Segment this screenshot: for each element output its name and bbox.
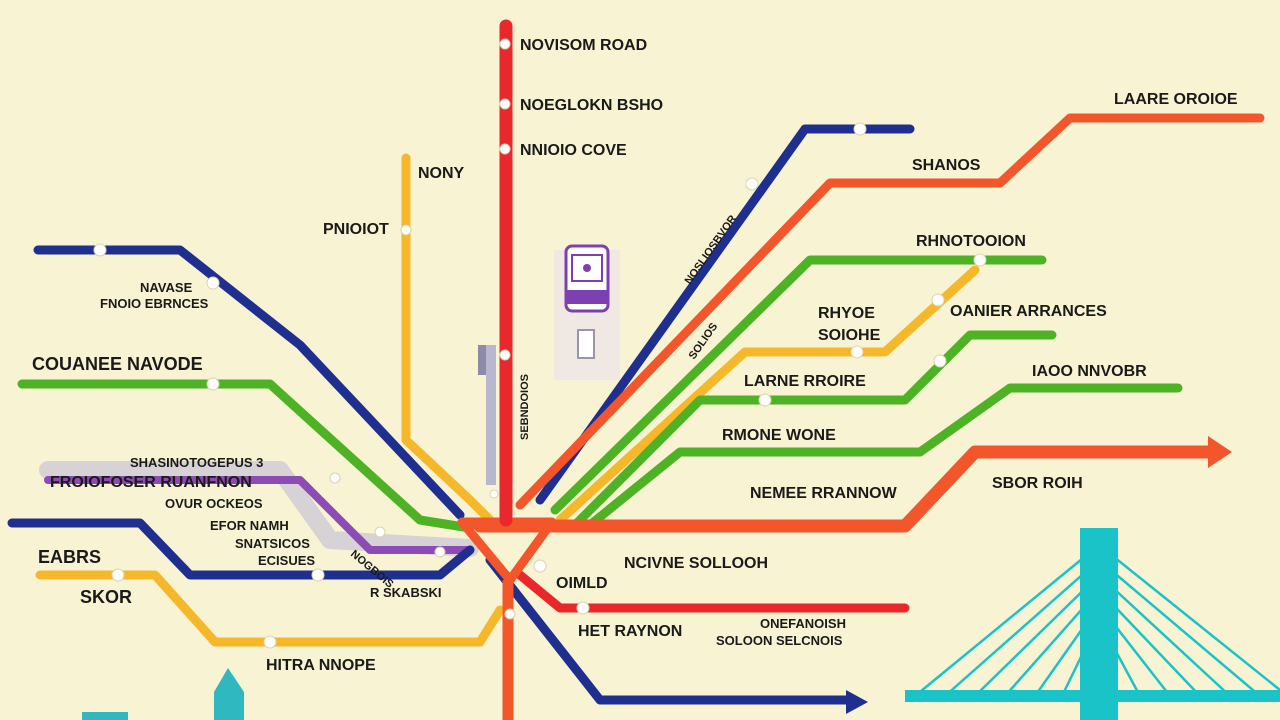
- station-label-rotated: SEBNDOIOS: [519, 374, 531, 440]
- station-dot: [533, 559, 547, 573]
- line-blue-upper-left: [33, 245, 465, 520]
- station-label: RHYOE: [818, 305, 875, 322]
- line-red-lower-right: [515, 570, 910, 613]
- line-grey-left: [39, 461, 479, 557]
- line-green-lower-right: [585, 383, 1183, 530]
- line-orange-upper-right: [515, 113, 1265, 510]
- bridge-icon: [905, 528, 1280, 720]
- station-dot: [973, 253, 987, 267]
- station-label: NOEGLOKN BSHO: [520, 97, 663, 114]
- station-dot: [499, 38, 511, 50]
- station-dots: [93, 38, 987, 649]
- station-label: FROIOFOSER RUANFNON: [50, 474, 252, 491]
- station-label: RMONE WONE: [722, 427, 836, 444]
- station-label: NEMEE RRANNOW: [750, 485, 898, 502]
- station-dot: [206, 377, 220, 391]
- hub-shaft: [486, 345, 496, 485]
- station-label: SNATSICOS: [235, 536, 310, 551]
- station-label: R SKABSKI: [370, 585, 442, 600]
- station-dot: [93, 243, 107, 257]
- line-green-mid-right: [550, 255, 1047, 515]
- line-blue-lower-left: [7, 518, 475, 580]
- station-dot: [853, 122, 867, 136]
- station-label: ECISUES: [258, 553, 315, 568]
- station-dot: [111, 568, 125, 582]
- station-dot: [931, 293, 945, 307]
- station-label: SBOR ROIH: [992, 475, 1083, 492]
- station-label: SKOR: [80, 587, 132, 607]
- line-yellow-left: [401, 153, 495, 525]
- station-label: SOLOON SELCNOIS: [716, 633, 843, 648]
- line-green-right-2: [570, 330, 1057, 530]
- hub-shaft-2: [478, 345, 486, 375]
- line-blue-upper-right: [535, 124, 915, 505]
- station-label: OANIER ARRANCES: [950, 303, 1107, 320]
- station-label: NNIOIO COVE: [520, 142, 627, 159]
- line-yellow-right: [555, 265, 980, 525]
- station-label: EFOR NAMH: [210, 518, 289, 533]
- station-dot: [400, 224, 412, 236]
- station-label: FNOIO EBRNCES: [100, 296, 209, 311]
- station-label: COUANEE NAVODE: [32, 354, 203, 374]
- station-dot: [758, 393, 772, 407]
- station-label: HITRA NNOPE: [266, 657, 376, 674]
- station-label: LAARE OROIOE: [1114, 91, 1238, 108]
- station-label: SHANOS: [912, 157, 981, 174]
- station-dot: [850, 345, 864, 359]
- building-icon: [82, 668, 244, 720]
- station-label: PNIOIOT: [323, 221, 389, 238]
- station-dot: [499, 143, 511, 155]
- station-dot: [206, 276, 220, 290]
- station-dot: [499, 98, 511, 110]
- station-label: OVUR OCKEOS: [165, 496, 263, 511]
- station-label: NONY: [418, 165, 465, 182]
- station-label: OIMLD: [556, 575, 608, 592]
- line-blue-lower-right: [485, 555, 855, 705]
- station-label: IAOO NNVOBR: [1032, 363, 1147, 380]
- station-dot: [489, 489, 499, 499]
- station-label: RHNOTOOION: [916, 233, 1026, 250]
- line-green-left: [17, 379, 475, 533]
- station-dot: [329, 472, 341, 484]
- station-label: NAVASE: [140, 280, 193, 295]
- station-label: NOVISOM ROAD: [520, 37, 647, 54]
- station-dot: [374, 526, 386, 538]
- station-dot: [504, 608, 516, 620]
- station-label: HET RAYNON: [578, 623, 682, 640]
- arrow-orange-icon: [1208, 436, 1232, 468]
- station-label: NCIVNE SOLLOOH: [624, 555, 768, 572]
- train-icon: [554, 244, 620, 380]
- station-label: SHASINOTOGEPUS 3: [130, 455, 263, 470]
- line-orange-lower-right: [473, 445, 1219, 533]
- station-dot: [311, 568, 325, 582]
- station-dot: [933, 354, 947, 368]
- station-dot: [434, 546, 446, 558]
- station-dot: [499, 349, 511, 361]
- arrow-blue-icon: [846, 690, 868, 714]
- station-label: SOIOHE: [818, 327, 881, 344]
- station-dot: [263, 635, 277, 649]
- station-label: EABRS: [38, 547, 101, 567]
- line-purple-left: [44, 476, 474, 554]
- station-label: ONEFANOISH: [760, 616, 846, 631]
- station-label: LARNE RROIRE: [744, 373, 866, 390]
- station-dot: [576, 601, 590, 615]
- station-dot: [745, 177, 759, 191]
